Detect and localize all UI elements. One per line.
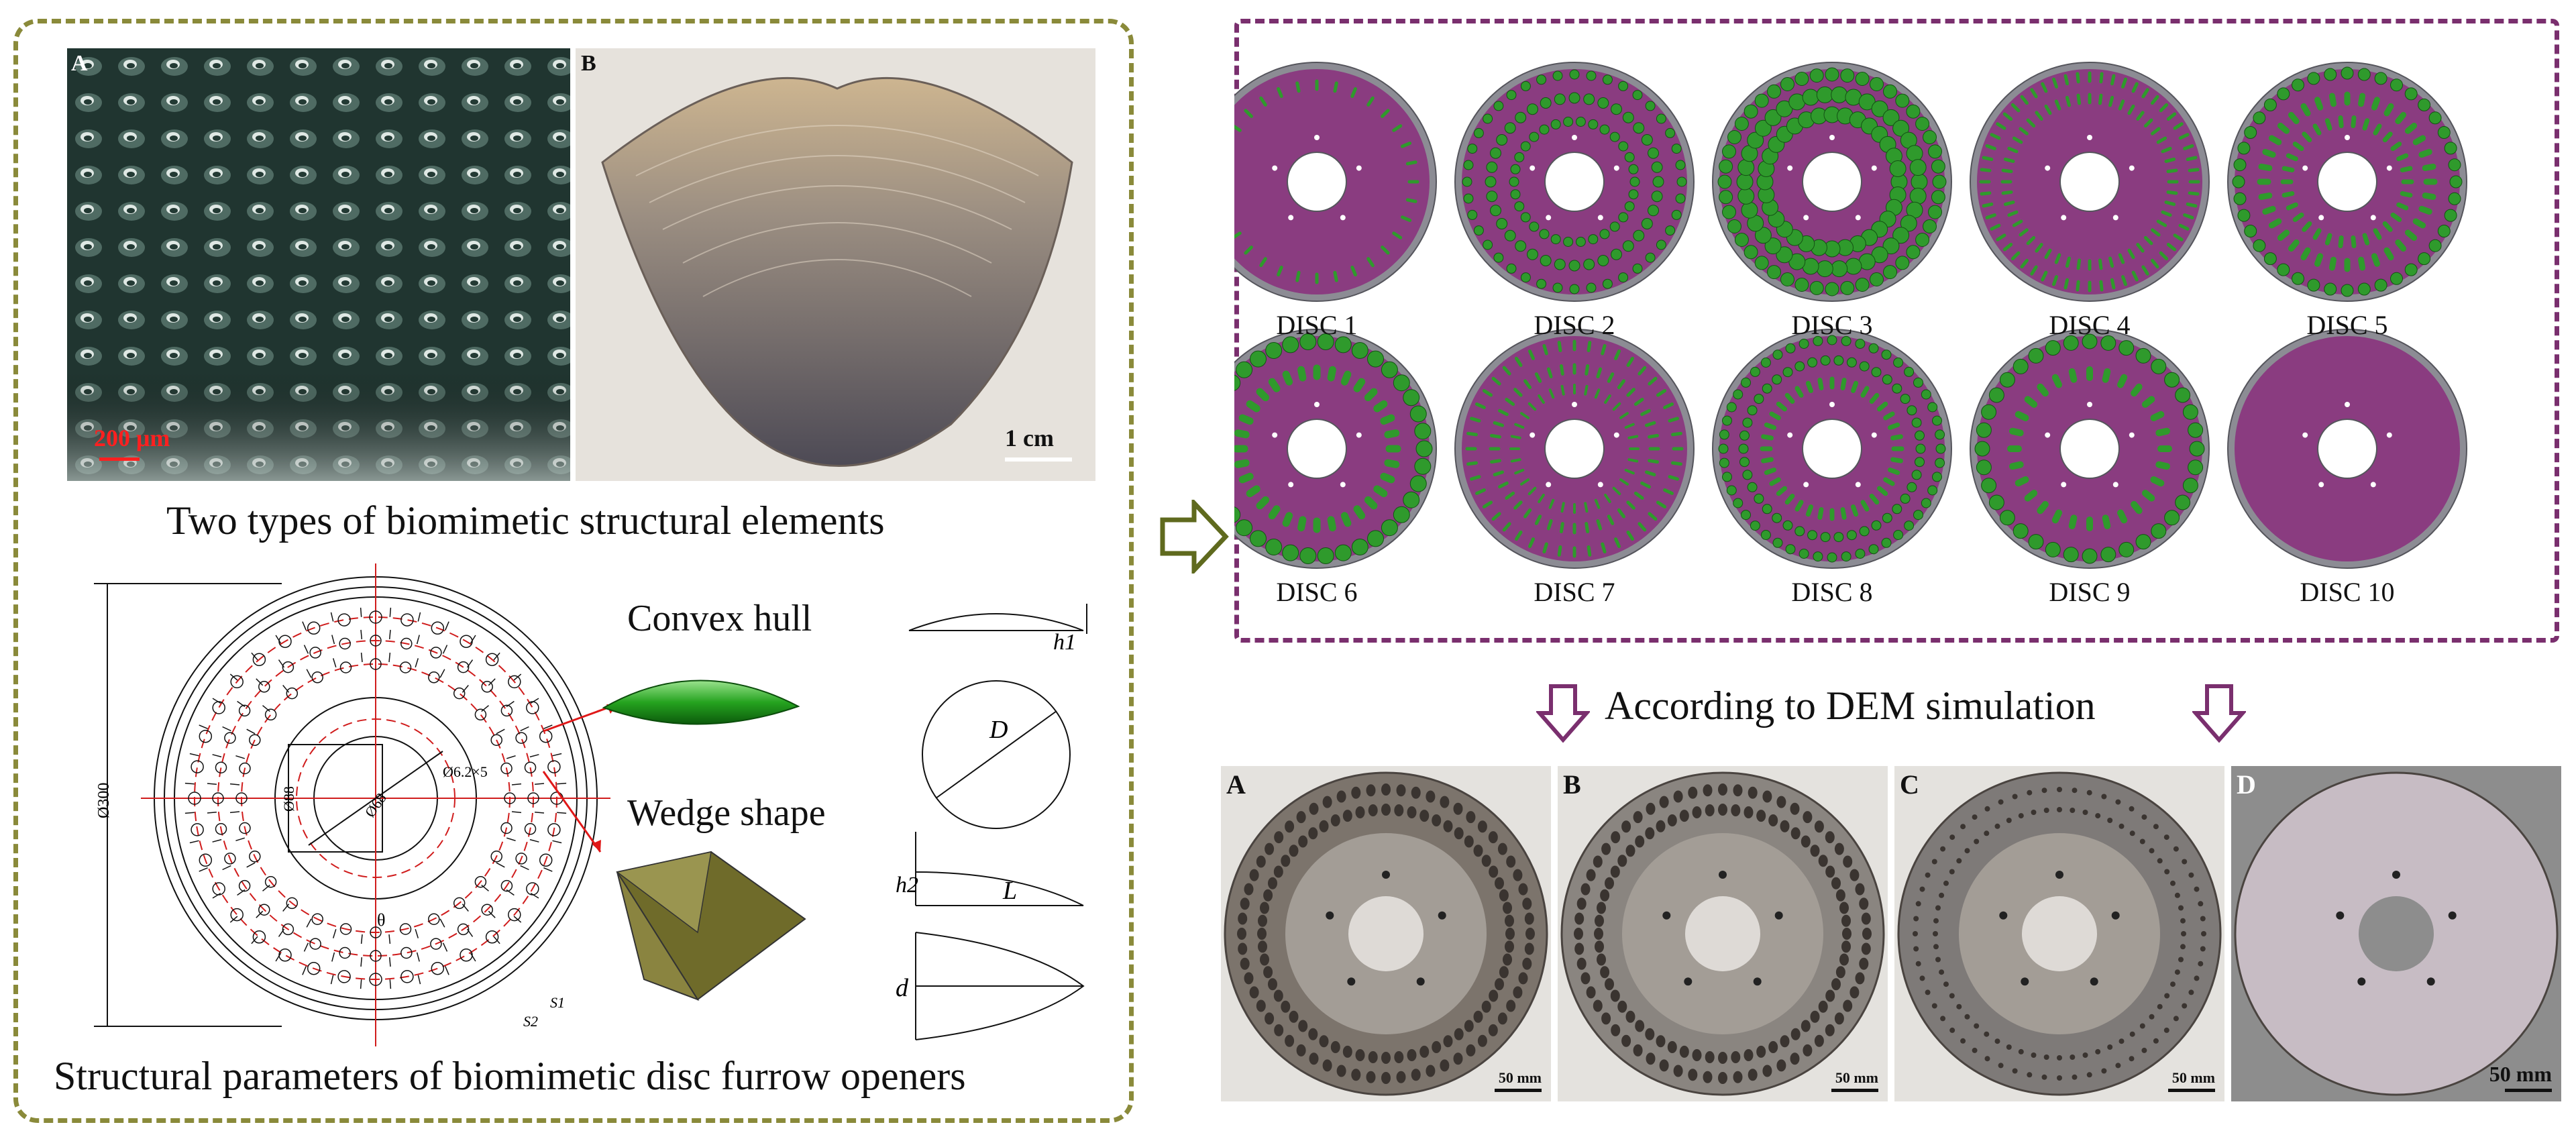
manufactured-photo-scale-bar [2168,1089,2215,1092]
disc-photo-graphic [2234,771,2559,1096]
disc-technical-drawing: Ø300 Ø88 Ø68 Ø6.2×5 θ S1 S2 [67,563,644,1046]
disc-model-2 [1454,62,1695,302]
caption-structural-elements: Two types of biomimetic structural eleme… [166,498,885,543]
convex-hull-shape [602,680,800,725]
caption-structural-parameters: Structural parameters of biomimetic disc… [54,1054,966,1098]
s1-text: S1 [550,994,565,1011]
hollow-arrow-right [1160,500,1229,574]
photo-a-scale-bar [99,457,140,461]
manufactured-photo-scale-label: 50 mm [2489,1062,2552,1086]
manufactured-photo-letter: B [1563,769,1581,800]
dim-holes-text: Ø6.2×5 [443,763,488,780]
disc-model-6 [1234,329,1437,569]
disc-label-10: DISC 10 [2300,577,2395,607]
param-h1-text: h1 [1053,630,1076,655]
manufactured-photo-letter: A [1226,769,1246,800]
dim-hub-text: Ø88 [280,786,297,812]
label-convex-hull: Convex hull [627,598,812,639]
photo-b-shell: B 1 cm [576,48,1095,481]
manufactured-disc-photo-a: A 50 mm [1221,766,1551,1101]
disc-model-10 [2227,329,2467,569]
shell-graphic [601,76,1073,467]
manufactured-photo-letter: D [2237,769,2256,800]
manufactured-photo-scale-bar [2505,1089,2552,1092]
left-panel-frame [13,19,1134,1123]
manufactured-disc-photo-b: B 50 mm [1558,766,1888,1101]
manufactured-photo-scale-label: 50 mm [2171,1069,2215,1086]
photo-b-scale-label: 1 cm [1005,425,1054,451]
disc-model-7 [1454,329,1695,569]
disc-label-6: DISC 6 [1276,577,1358,607]
disc-model-8 [1712,329,1952,569]
manufactured-photo-scale-label: 50 mm [1498,1069,1542,1086]
manufactured-photo-scale-bar [1495,1089,1542,1092]
disc-model-3 [1712,62,1952,302]
param-d-upper-text: D [989,716,1008,744]
manufactured-photo-letter: C [1900,769,1919,800]
disc-label-2: DISC 2 [1534,310,1615,340]
down-arrow-right [2192,684,2246,743]
disc-model-5 [2227,62,2467,302]
param-d-lower-text: d [896,974,909,1002]
disc-models-frame [1234,19,2559,643]
photo-b-scale-bar [1005,457,1072,462]
disc-models-grid [1234,62,2467,569]
disc-label-4: DISC 4 [2049,310,2131,340]
photo-a-scale-label: 200 μm [94,425,170,451]
disc-photo-graphic [1224,771,1548,1096]
disc-photo-graphic [1897,771,2222,1096]
drawing-svg: Ø300 Ø88 Ø68 Ø6.2×5 θ S1 S2 [94,563,610,1046]
disc-label-1: DISC 1 [1276,310,1358,340]
down-arrow-left [1536,684,1590,743]
dim-outer-text: Ø300 [95,783,113,818]
manufactured-disc-photo-d: D 50 mm [2231,766,2561,1101]
param-h2-text: h2 [896,873,918,898]
s2-text: S2 [523,1013,538,1030]
disc-photo-graphic [1560,771,1885,1096]
theta-text: θ [377,910,385,930]
skin-texture-graphic [67,48,570,481]
disc-label-7: DISC 7 [1534,577,1615,607]
disc-model-1 [1234,62,1437,302]
disc-label-3: DISC 3 [1791,310,1873,340]
disc-model-9 [1970,329,2210,569]
param-l-text: L [1002,877,1017,905]
disc-label-5: DISC 5 [2306,310,2388,340]
disc-model-4 [1970,62,2210,302]
label-wedge-shape: Wedge shape [627,792,826,834]
disc-label-9: DISC 9 [2049,577,2131,607]
disc-label-8: DISC 8 [1791,577,1873,607]
manufactured-photo-scale-bar [1831,1089,1878,1092]
photo-a-skin-texture: A 200 μm [67,48,570,481]
caption-dem-simulation: According to DEM simulation [1605,684,2096,728]
dim-bore-text: Ø68 [362,790,390,820]
wedge-shape [616,851,806,1001]
parameter-sketches: h1 D h2 L d [896,604,1087,1040]
photo-b-letter: B [581,51,596,76]
photo-a-letter: A [71,51,88,76]
manufactured-disc-photo-c: C 50 mm [1894,766,2224,1101]
manufactured-photo-scale-label: 50 mm [1835,1069,1878,1086]
